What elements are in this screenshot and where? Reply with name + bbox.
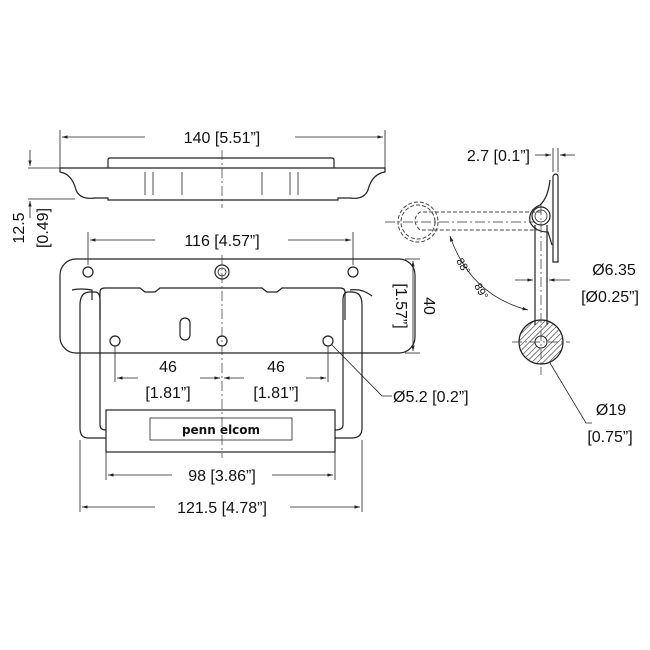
dim-hole-spacing-left-mm: 46 <box>159 359 177 376</box>
dim-hole-spacing-right-mm: 46 <box>267 359 285 376</box>
dim-grip-diameter-in: [0.75”] <box>587 429 632 446</box>
front-view: 116 [4.57”] [1.57”] 40 penn elcom 46 [1.… <box>59 232 469 517</box>
angle-label-b: 89° <box>471 281 490 301</box>
brand-logo: penn elcom <box>182 423 260 437</box>
dim-rod-diameter-in: [Ø0.25”] <box>581 289 639 306</box>
dim-grip-diameter-mm: Ø19 <box>596 402 626 419</box>
dim-plate-thickness: 2.7 [0.1”] <box>467 148 530 165</box>
dim-overall-width: 140 [5.51”] <box>184 130 261 147</box>
angle-label-a: 88° <box>453 256 472 276</box>
dim-height-in: [0.49] <box>35 208 52 248</box>
dim-grip-length: 98 [3.86”] <box>188 468 256 485</box>
dim-handle-width: 121.5 [4.78”] <box>177 500 267 517</box>
dim-hole-diameter: Ø5.2 [0.2”] <box>393 389 469 406</box>
dim-hole-spacing-top: 116 [4.57”] <box>184 233 259 250</box>
dim-hole-spacing-left-in: [1.81”] <box>145 385 190 402</box>
dim-plate-depth-in: [1.57”] <box>392 283 409 328</box>
dim-plate-depth-mm: 40 <box>420 297 437 315</box>
top-view: 140 [5.51”] 12.5 [0.49] <box>11 130 386 248</box>
dim-hole-spacing-right-in: [1.81”] <box>253 385 298 402</box>
side-view: 2.7 [0.1”] 88° 89° Ø6.35 [Ø0.25”] Ø19 [0… <box>385 148 639 446</box>
dim-height-mm: 12.5 <box>11 212 28 243</box>
dim-rod-diameter-mm: Ø6.35 <box>592 262 636 279</box>
